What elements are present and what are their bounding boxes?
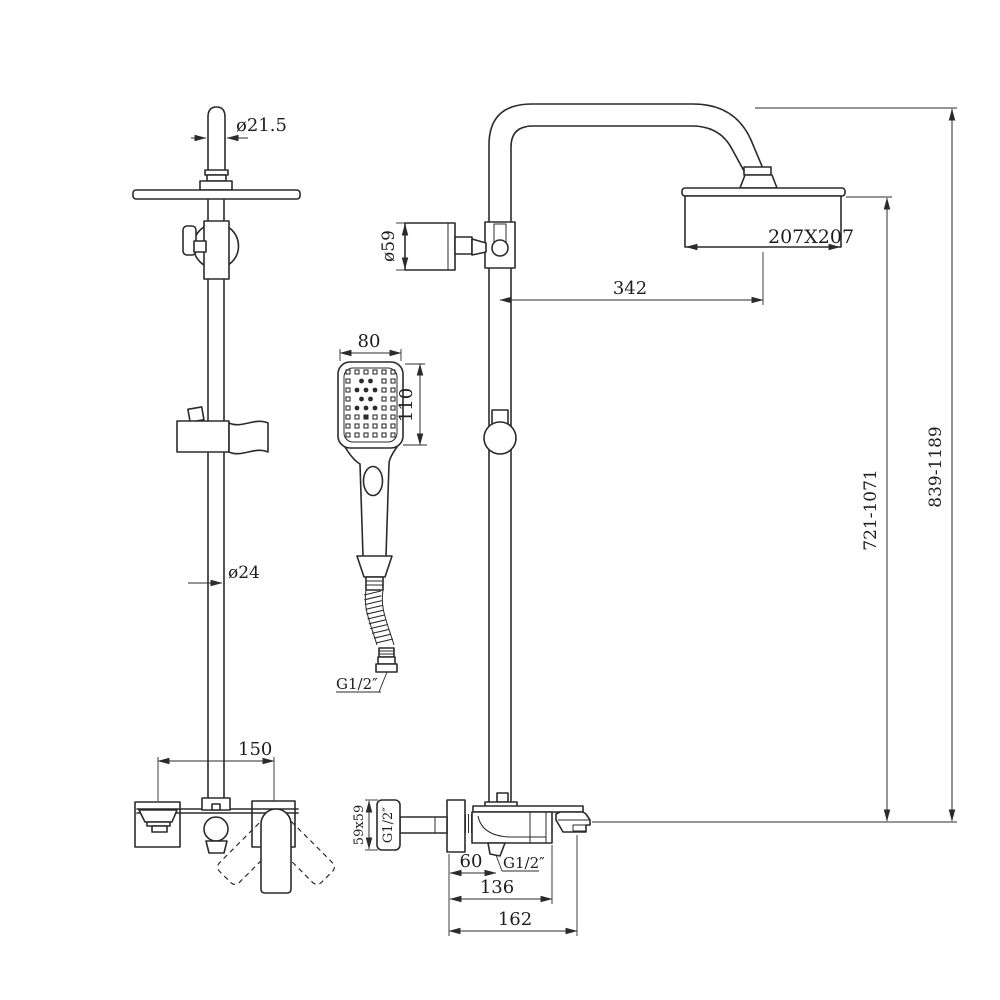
wall-escutcheon-side	[446, 799, 466, 853]
dim-hand-shower-width-label: 80	[358, 331, 381, 352]
bracket-screw	[491, 239, 509, 257]
dim-top-tube-diameter-label: ø21.5	[236, 115, 287, 136]
mixer-waterway	[477, 815, 546, 838]
dim-overall-height-range-label: 839-1189	[926, 426, 946, 507]
handle-cone	[356, 555, 393, 578]
arm-outer-edge	[488, 103, 765, 246]
front-view: 207X207 342 ø59	[352, 103, 957, 936]
hand-shower-face-outer	[337, 361, 404, 449]
slider-block	[176, 420, 230, 453]
arm-inner-edge	[510, 125, 745, 246]
dim-hose-thread-label: G1/2″	[336, 675, 378, 693]
hand-shower-face-inner	[343, 367, 398, 443]
rain-head-disc-side	[132, 189, 301, 200]
spray-nozzle-pattern	[345, 369, 396, 438]
hand-shower-detail: G1/2″ 80 110	[336, 331, 427, 693]
riser-adapter-tab	[496, 792, 509, 803]
diverter-knob-stem	[193, 240, 207, 253]
slider-ring-front	[483, 421, 517, 455]
dim-bracket-diameter-label: ø59	[379, 230, 399, 262]
diverter-pull-knob	[203, 816, 229, 842]
diverter-front-tube	[203, 220, 230, 280]
spout-foot	[151, 825, 168, 833]
hose-end-ferrule	[378, 647, 395, 658]
hose-nut	[365, 576, 384, 591]
dim-outlet-offset-label: 60	[460, 851, 483, 872]
outlet-thread-leader	[495, 854, 503, 872]
inlet-flange-side	[376, 799, 401, 851]
mixer-handle	[260, 808, 292, 894]
hose-end-collar	[377, 656, 396, 665]
rain-head-flange	[681, 187, 846, 197]
dim-hand-shower-height-label: 110	[396, 388, 417, 422]
mixer-body-side	[471, 811, 553, 844]
dim-body-depth-label: 136	[480, 877, 514, 898]
dim-arm-reach-label: 342	[613, 278, 647, 299]
hose-ribs	[363, 590, 394, 644]
dim-overall-depth-label: 162	[498, 909, 532, 930]
knob-base	[205, 840, 228, 854]
handle-swing-position-left	[267, 817, 335, 885]
hose-outlet-nipple	[487, 842, 506, 857]
side-view: ø24 150 ø21.5	[132, 106, 335, 894]
handle-right-edge	[385, 446, 398, 557]
mixer-top-ledge	[472, 805, 584, 813]
inlet-nipple	[399, 816, 448, 834]
slider-lock-knob	[187, 406, 205, 423]
bracket-cone	[471, 238, 487, 256]
arm-tube-side	[207, 106, 226, 171]
head-swivel-nut	[739, 174, 778, 189]
hose-thread-leader	[378, 671, 388, 693]
mode-button	[362, 465, 384, 497]
handset-holder	[228, 420, 269, 455]
dim-flange-size-label: 59x59	[352, 805, 367, 845]
dim-outlet-thread-label: G1/2″	[503, 854, 545, 872]
head-mount-block	[199, 180, 233, 191]
dim-pipe-diameter-label: ø24	[228, 563, 260, 583]
spout-aerator	[572, 824, 587, 832]
hose-right-edge	[381, 589, 395, 646]
dim-rain-head-size-label: 207X207	[768, 226, 854, 248]
dim-centers-label: 150	[238, 739, 272, 760]
dim-head-height-range-label: 721-1071	[861, 469, 881, 550]
spout-front	[138, 809, 178, 823]
diverter-tab	[211, 803, 221, 811]
hose-end-hex-nut	[375, 663, 398, 673]
dim-flange-thread-label: G1/2″	[381, 807, 396, 843]
handle-left-edge	[344, 446, 364, 557]
arm-nut	[206, 174, 227, 182]
bracket-neck	[454, 236, 473, 255]
arm-joint-ring	[743, 166, 772, 176]
